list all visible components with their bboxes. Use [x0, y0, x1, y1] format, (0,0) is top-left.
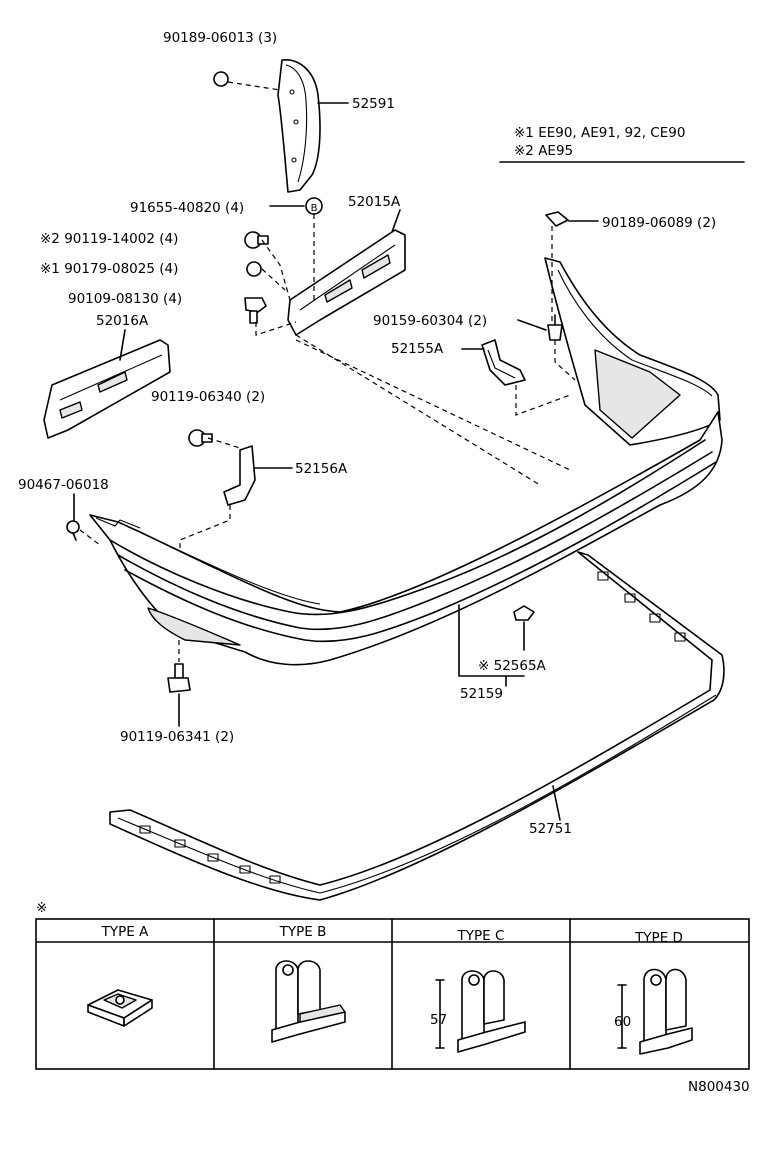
- bolt-90109-08130[interactable]: [244, 297, 267, 324]
- label-90189-06013: 90189-06013 (3): [163, 30, 277, 46]
- reference-code: N800430: [688, 1079, 750, 1095]
- type-c-dimension: 57: [430, 1012, 447, 1028]
- bumper-reinforcement-strip[interactable]: [109, 551, 725, 901]
- type-d-dimension: 60: [614, 1014, 631, 1030]
- clip-type-b-drawing: [271, 960, 346, 1043]
- bracket-52015A[interactable]: [287, 229, 406, 336]
- label-52159: 52159: [460, 686, 503, 702]
- table-marker: ※: [36, 900, 47, 916]
- clip-types-table: ※ TYPE A TYPE B TYPE C TYPE D: [35, 900, 750, 1070]
- label-52751: 52751: [529, 821, 572, 837]
- bumper-cover[interactable]: [89, 257, 723, 666]
- label-52016A: 52016A: [96, 313, 149, 329]
- b-marker: B: [305, 197, 323, 215]
- applicability-legend: ※1 EE90, AE91, 92, CE90 ※2 AE95: [499, 125, 745, 163]
- b-marker-label: B: [311, 203, 318, 214]
- header-type-a: TYPE A: [101, 924, 149, 940]
- clip-type-d-drawing: 60: [614, 968, 693, 1055]
- strip-clip-tabs: [139, 571, 686, 884]
- clip-type-c-drawing: 57: [430, 970, 526, 1053]
- label-52156A: 52156A: [295, 461, 348, 477]
- header-type-c: TYPE C: [457, 928, 505, 944]
- label-90179-08025: ※1 90179-08025 (4): [40, 261, 178, 277]
- nut-90119-06340[interactable]: [188, 429, 213, 447]
- label-52155A: 52155A: [391, 341, 444, 357]
- bracket-52155A[interactable]: [481, 339, 526, 386]
- label-90119-06341: 90119-06341 (2): [120, 729, 234, 745]
- bolt-90119-06341[interactable]: [167, 663, 191, 693]
- label-90467-06018: 90467-06018: [18, 477, 109, 493]
- screw-90467-06018[interactable]: [66, 520, 80, 541]
- clip-type-a-drawing: [87, 989, 153, 1027]
- nut-90119-14002[interactable]: [244, 231, 269, 249]
- label-90159-60304: 90159-60304 (2): [373, 313, 487, 329]
- clip-90189-06089[interactable]: [545, 211, 569, 227]
- nut-90179-08025[interactable]: [246, 261, 262, 277]
- fasteners: B: [66, 71, 569, 693]
- label-90119-06340: 90119-06340 (2): [151, 389, 265, 405]
- label-90119-14002: ※2 90119-14002 (4): [40, 231, 178, 247]
- label-90109-08130: 90109-08130 (4): [68, 291, 182, 307]
- side-bracket-52591[interactable]: [277, 59, 321, 193]
- header-type-d: TYPE D: [634, 930, 683, 946]
- bracket-52016A[interactable]: [43, 339, 171, 439]
- screw-90159-60304[interactable]: [547, 314, 563, 341]
- label-52015A: 52015A: [348, 194, 401, 210]
- legend-note-2: ※2 AE95: [514, 143, 573, 159]
- header-type-b: TYPE B: [279, 924, 327, 940]
- label-91655-40820: 91655-40820 (4): [130, 200, 244, 216]
- clip-90189-06013[interactable]: [213, 71, 229, 87]
- legend-note-1: ※1 EE90, AE91, 92, CE90: [514, 125, 685, 141]
- assembly-lines: [79, 81, 576, 662]
- clip-52565A[interactable]: [513, 605, 535, 621]
- label-52565A: ※ 52565A: [478, 658, 547, 674]
- bracket-52156A[interactable]: [223, 445, 256, 506]
- part-labels: 90189-06013 (3) 52591 91655-40820 (4) 52…: [18, 30, 716, 837]
- label-52591: 52591: [352, 96, 395, 112]
- leader-lines: [73, 102, 599, 821]
- label-90189-06089: 90189-06089 (2): [602, 215, 716, 231]
